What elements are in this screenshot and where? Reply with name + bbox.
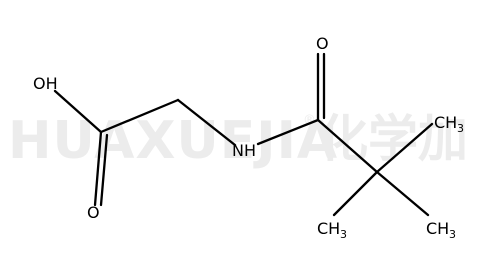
ch3-bottom-left-subscript: 3 bbox=[340, 228, 347, 241]
bond-c2-cq bbox=[316, 118, 379, 174]
bonds bbox=[53, 52, 434, 217]
ch3-right-base: CH bbox=[434, 113, 457, 132]
bond-ch2-nh bbox=[176, 98, 237, 147]
atom-label-o-left: O bbox=[87, 203, 100, 222]
bond-oh-c1 bbox=[53, 89, 103, 134]
watermark-latin: HUAXUEJIA bbox=[8, 111, 338, 171]
bond-c1-o-double-b bbox=[99, 133, 109, 207]
bond-nh-c2 bbox=[256, 118, 320, 146]
bond-c1-o-double-a bbox=[93, 130, 103, 207]
atom-label-ch3-bottom-right: CH 3 bbox=[426, 219, 456, 241]
ch3-bottom-right-base: CH bbox=[426, 219, 449, 238]
bond-cq-ch3-bottom-right bbox=[375, 170, 430, 217]
watermark: HUAXUEJIA ® 化学加 bbox=[8, 110, 468, 171]
atom-label-o-right: O bbox=[316, 34, 329, 53]
atom-labels: OH O NH O CH 3 CH 3 CH 3 bbox=[33, 34, 464, 241]
ch3-bottom-left-base: CH bbox=[317, 219, 340, 238]
atom-label-ch3-bottom-left: CH 3 bbox=[317, 219, 347, 241]
bond-c1-ch2 bbox=[99, 98, 180, 134]
atom-label-nh: NH bbox=[232, 141, 256, 160]
bond-cq-ch3-bottom-left bbox=[332, 170, 379, 217]
ch3-bottom-right-subscript: 3 bbox=[449, 228, 456, 241]
atom-label-oh: OH bbox=[33, 74, 58, 93]
atom-label-ch3-right: CH 3 bbox=[434, 113, 464, 135]
bond-cq-ch3-right bbox=[375, 122, 434, 174]
ch3-right-subscript: 3 bbox=[457, 122, 464, 135]
